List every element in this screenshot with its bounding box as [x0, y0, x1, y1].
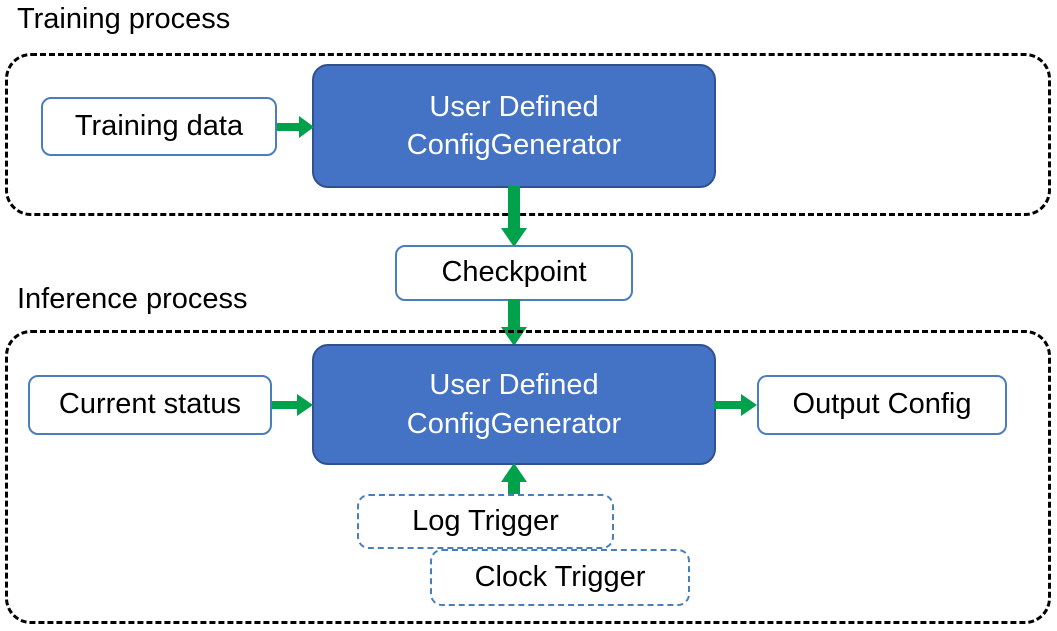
- output-config-label: Output Config: [792, 388, 972, 421]
- training-data-node[interactable]: Training data: [41, 97, 277, 156]
- current-status-node[interactable]: Current status: [28, 375, 272, 435]
- output-config-node[interactable]: Output Config: [757, 375, 1007, 435]
- arrow-current-status-to-generator-icon: [272, 390, 314, 420]
- log-trigger-node[interactable]: Log Trigger: [357, 494, 614, 549]
- training-process-container: [5, 53, 1051, 216]
- inference-config-generator-label-line1: User Defined: [429, 369, 599, 402]
- checkpoint-label: Checkpoint: [441, 256, 587, 289]
- clock-trigger-label: Clock Trigger: [474, 561, 646, 593]
- arrow-generator-to-output-config-icon: [714, 390, 758, 420]
- current-status-label: Current status: [58, 388, 242, 421]
- training-process-title: Training process: [17, 3, 231, 35]
- training-config-generator-node[interactable]: User Defined ConfigGenerator: [312, 64, 716, 188]
- log-trigger-label: Log Trigger: [412, 505, 559, 537]
- arrow-training-data-to-generator-icon: [277, 112, 315, 142]
- inference-config-generator-label-line2: ConfigGenerator: [406, 407, 622, 440]
- training-config-generator-label-line2: ConfigGenerator: [406, 129, 622, 161]
- arrow-checkpoint-to-generator-icon: [500, 299, 528, 347]
- inference-process-title: Inference process: [17, 283, 248, 315]
- inference-config-generator-node[interactable]: User Defined ConfigGenerator: [312, 344, 716, 465]
- arrow-generator-to-checkpoint-icon: [500, 186, 528, 248]
- clock-trigger-node[interactable]: Clock Trigger: [430, 549, 690, 606]
- arrow-triggers-to-generator-icon: [500, 463, 528, 501]
- inference-process-container: [5, 330, 1051, 624]
- training-data-label: Training data: [74, 109, 244, 142]
- training-config-generator-label-line1: User Defined: [429, 90, 599, 123]
- checkpoint-node[interactable]: Checkpoint: [395, 245, 633, 301]
